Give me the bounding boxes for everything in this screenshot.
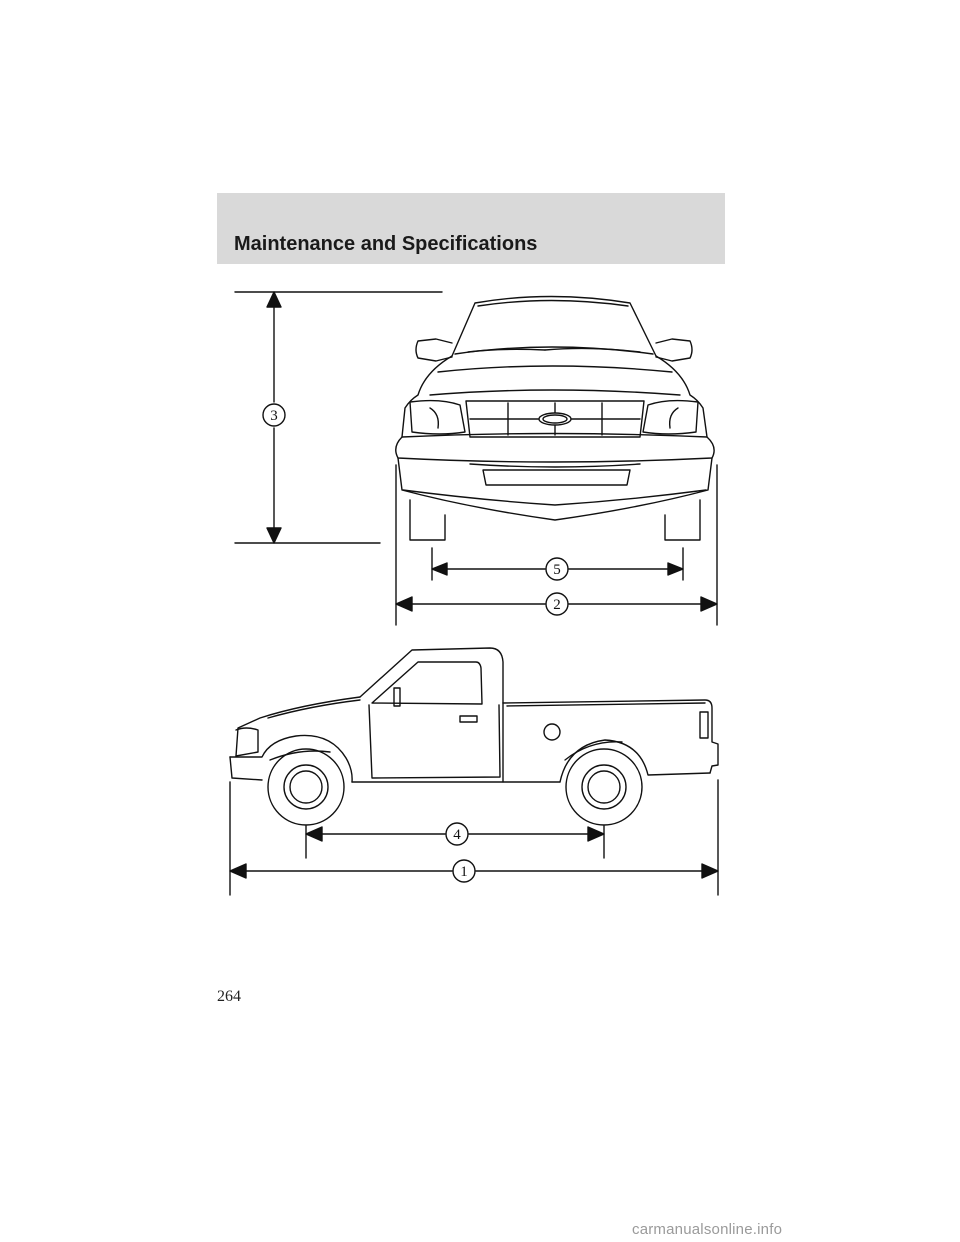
callout-5 (545, 557, 569, 581)
overall-length-dimension: 1 (229, 779, 719, 896)
callout-1-label: 1 (460, 864, 468, 880)
callout-2-label: 2 (553, 597, 561, 613)
track-dimension: 5 (431, 547, 684, 581)
callout-5-label: 5 (553, 562, 561, 578)
section-title: Maintenance and Specifications (234, 233, 538, 255)
front-view-truck (395, 295, 715, 541)
side-view-truck (229, 647, 719, 826)
page-number: 264 (217, 988, 241, 1005)
width-dimension: 2 (395, 464, 718, 626)
section-header-band: Maintenance and Specifications (217, 193, 725, 264)
wheelbase-dimension: 4 (305, 822, 605, 859)
callout-2 (545, 592, 569, 616)
callout-3 (262, 403, 286, 427)
callout-4 (445, 822, 469, 846)
callout-4-label: 4 (453, 827, 461, 843)
watermark-text: carmanualsonline.info (632, 1221, 783, 1238)
callout-3-label: 3 (270, 408, 278, 424)
height-dimension: 3 (234, 291, 443, 544)
callout-1 (452, 859, 476, 883)
